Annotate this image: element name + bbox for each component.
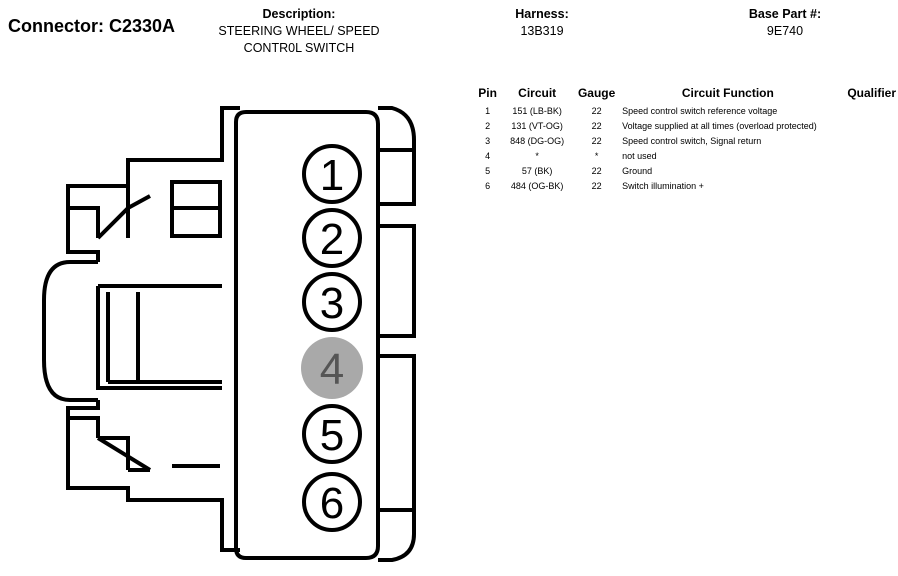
- cell-circuit: 57 (BK): [521, 165, 553, 176]
- pin-cavity-label: 2: [320, 215, 344, 264]
- pin-cavity-circle: [302, 404, 362, 464]
- table-row: 6 484 (OG-BK) 22 Switch illumination +: [474, 178, 898, 193]
- cell-gauge: *: [594, 150, 599, 161]
- col-header-qualifier: Qualifier: [847, 86, 896, 100]
- cell-pin: 4: [485, 150, 491, 161]
- col-header-circuit: Circuit: [518, 86, 557, 100]
- pin-cavity-5: 5: [302, 404, 362, 464]
- pin-cavity-label: 3: [320, 279, 344, 328]
- cell-gauge: 22: [591, 165, 602, 176]
- col-header-circuit-function: Circuit Function: [681, 86, 774, 100]
- base-part-value: 9E740: [766, 24, 804, 38]
- table-row: 3 848 (DG-OG) 22 Speed control switch, S…: [474, 133, 898, 148]
- harness-label: Harness:: [515, 7, 569, 21]
- base-part-block: Base Part #: 9E740: [720, 6, 850, 40]
- pin-cavity-2: 2: [302, 208, 362, 268]
- cell-function: Speed control switch reference voltage: [622, 105, 778, 116]
- harness-block: Harness: 13B319: [482, 6, 602, 40]
- pin-cavity-circle: [302, 208, 362, 268]
- cell-pin: 6: [485, 180, 491, 191]
- description-value: STEERING WHEEL/ SPEED CONTR0L SWITCH: [218, 24, 380, 55]
- table-row: 1 151 (LB-BK) 22 Speed control switch re…: [474, 103, 898, 118]
- pinout-header-row: Pin Circuit Gauge Circuit Function Quali…: [474, 86, 898, 103]
- cell-gauge: 22: [591, 120, 602, 131]
- table-row: 2 131 (VT-OG) 22 Voltage supplied at all…: [474, 118, 898, 133]
- pin-cavity-circle: [302, 472, 362, 532]
- table-row: 5 57 (BK) 22 Ground: [474, 163, 898, 178]
- cell-gauge: 22: [591, 135, 602, 146]
- col-header-gauge: Gauge: [577, 86, 616, 100]
- cell-function: not used: [622, 150, 657, 161]
- cell-function: Switch illumination +: [622, 180, 704, 191]
- pin-cavity-label: 1: [320, 151, 344, 200]
- pin-cavity-label: 5: [320, 411, 344, 460]
- cell-gauge: 22: [591, 105, 602, 116]
- cell-circuit: 484 (OG-BK): [510, 180, 564, 191]
- cell-function: Voltage supplied at all times (overload …: [622, 120, 817, 131]
- pin-cavity-6: 6: [302, 472, 362, 532]
- description-label: Description:: [262, 7, 336, 21]
- cell-circuit: *: [535, 150, 539, 161]
- cell-circuit: 151 (LB-BK): [512, 105, 562, 116]
- connector-title: Connector: C2330A: [8, 16, 176, 36]
- pin-cavity-circle: [302, 144, 362, 204]
- pinout-table: Pin Circuit Gauge Circuit Function Quali…: [474, 86, 898, 193]
- harness-value: 13B319: [520, 24, 564, 38]
- cell-circuit: 848 (DG-OG): [510, 135, 565, 146]
- cell-pin: 3: [485, 135, 491, 146]
- cell-gauge: 22: [591, 180, 602, 191]
- base-part-label: Base Part #:: [748, 7, 822, 21]
- connector-housing-outline: [42, 106, 416, 562]
- table-row: 4 * * not used: [474, 148, 898, 163]
- cell-circuit: 131 (VT-OG): [511, 120, 563, 131]
- cell-pin: 5: [485, 165, 491, 176]
- pin-cavity-label: 4: [320, 345, 344, 394]
- pin-cavity-1: 1: [302, 144, 362, 204]
- cell-pin: 2: [485, 120, 491, 131]
- pin-cavity-label: 6: [320, 479, 344, 528]
- description-block: Description: STEERING WHEEL/ SPEED CONTR…: [198, 6, 400, 57]
- pin-cavity-4: 4: [301, 337, 363, 399]
- col-header-pin: Pin: [478, 86, 497, 100]
- pin-cavity-circle: [302, 272, 362, 332]
- pin-cavity-circle-unused: [301, 337, 363, 399]
- pin-cavity-3: 3: [302, 272, 362, 332]
- pin-cavity-group: 1 2 3 4 5 6: [301, 144, 363, 532]
- cell-function: Speed control switch, Signal return: [622, 135, 762, 146]
- cell-pin: 1: [485, 105, 491, 116]
- cell-function: Ground: [622, 165, 653, 176]
